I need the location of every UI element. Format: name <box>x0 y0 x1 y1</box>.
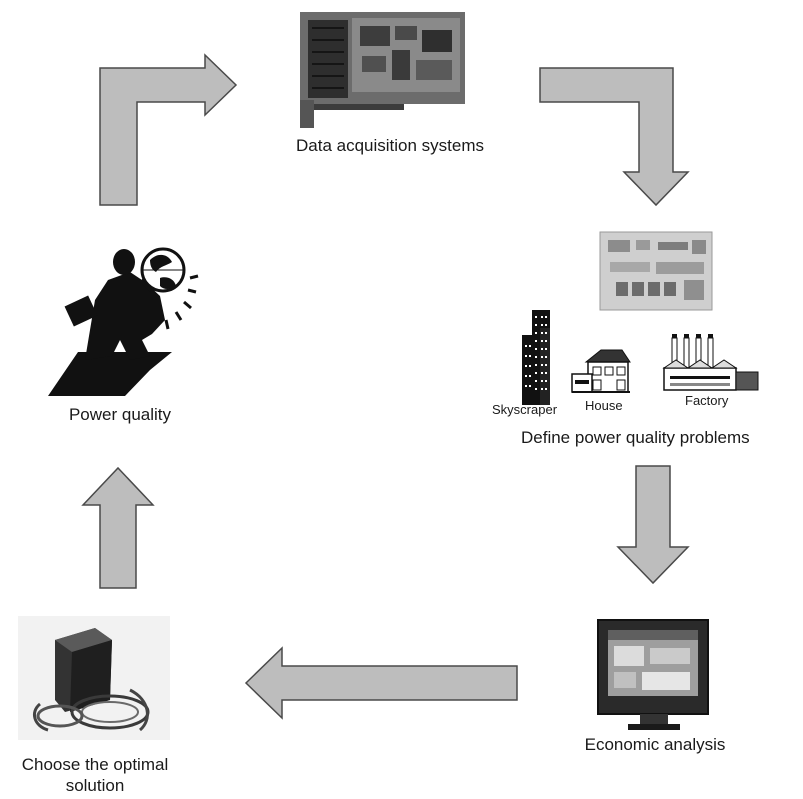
label-factory: Factory <box>685 393 729 408</box>
house-icon <box>571 349 631 393</box>
arrow-optimal-solution-to-power-quality <box>81 466 155 589</box>
label-choose-optimal-solution-line2: solution <box>65 776 125 795</box>
factory-icon <box>662 334 759 391</box>
monitor-icon <box>597 619 709 730</box>
arrow-define-problems-to-economic-analysis <box>616 465 690 585</box>
circuit-board-image <box>599 231 713 311</box>
arrow-economic-analysis-to-optimal-solution <box>244 646 518 720</box>
data-acquisition-card-image <box>300 12 465 128</box>
skyscraper-icon <box>522 310 550 405</box>
power-conditioner-device-image <box>18 616 170 740</box>
label-house: House <box>585 398 623 413</box>
label-skyscraper: Skyscraper <box>492 402 558 417</box>
businessman-globe-icon <box>48 247 199 396</box>
arrow-power-quality-to-data-acquisition <box>99 53 238 206</box>
label-define-power-quality-problems: Define power quality problems <box>521 428 750 447</box>
label-data-acquisition-systems: Data acquisition systems <box>295 136 485 155</box>
label-power-quality: Power quality <box>68 405 172 424</box>
arrow-data-acquisition-to-define-problems <box>539 67 690 207</box>
label-choose-optimal-solution-line1: Choose the optimal <box>21 755 169 774</box>
label-economic-analysis: Economic analysis <box>584 735 726 754</box>
